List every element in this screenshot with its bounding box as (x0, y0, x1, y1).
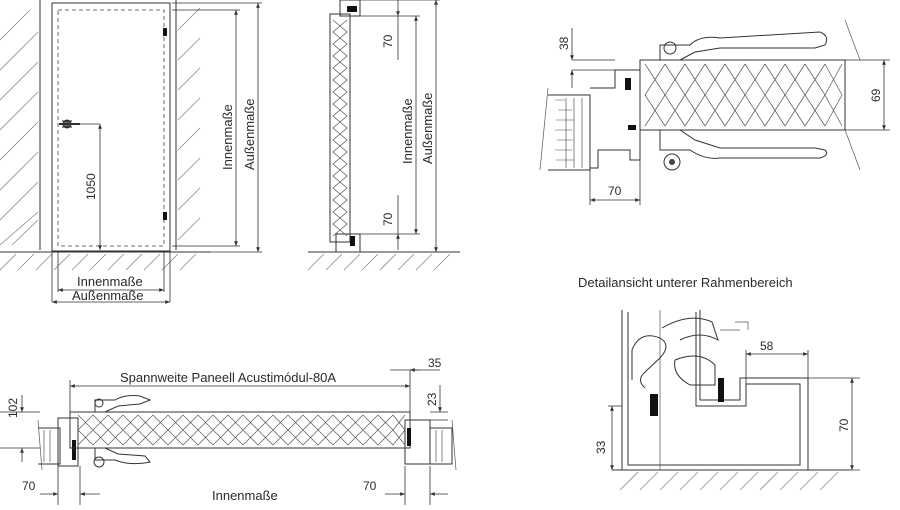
innenmasse-vertical-label: Innenmaße (220, 104, 235, 170)
top-70-label: 70 (381, 34, 395, 48)
right-wall-hatch (175, 0, 201, 250)
dim-33-label: 33 (594, 440, 608, 454)
detail-panel (639, 59, 846, 131)
dim-70-top-right-label: 70 (608, 184, 622, 198)
innenmasse-section-label: Innenmaße (400, 98, 415, 164)
wall-section (555, 98, 583, 168)
handle-height-label: 1050 (84, 173, 98, 200)
innenmasse-bottom-label: Innenmaße (212, 488, 278, 503)
dim-69-label: 69 (869, 88, 883, 102)
dim-70-detail-label: 70 (837, 418, 851, 432)
aussenmasse-horizontal-label: Außenmaße (72, 288, 144, 303)
dim-70-right-label: 70 (363, 479, 377, 493)
panel-section (329, 13, 351, 243)
aussenmasse-section-label: Außenmaße (420, 92, 435, 164)
door-frame-outer (51, 2, 171, 252)
innenmasse-horizontal-label: Innenmaße (77, 274, 143, 289)
lower-frame-detail-view: 58 33 70 (594, 310, 860, 491)
front-elevation-view: 1050 Innenmaße Außenmaße Innenmaße Außen… (0, 0, 262, 304)
dim-23-label: 23 (425, 392, 439, 406)
lever-handle-icon (659, 31, 828, 171)
vertical-section-view: 70 70 Innenmaße Außenmaße (307, 0, 460, 271)
hinge-bottom (163, 212, 167, 220)
bottom-frame-profile (335, 233, 361, 253)
floor-hatch (0, 251, 210, 271)
bottom-70-label: 70 (381, 212, 395, 226)
seal-profile-icon (631, 317, 719, 389)
detail-title: Detailansicht unterer Rahmenbereich (578, 275, 793, 290)
bottom-lever-handle-icon (93, 395, 152, 468)
aussenmasse-vertical-label: Außenmaße (242, 98, 257, 170)
hinge-top (163, 28, 167, 36)
door-handle-icon (59, 119, 80, 129)
dim-58-label: 58 (760, 339, 774, 353)
spannweite-label: Spannweite Paneell Acustimódul-80A (120, 370, 336, 385)
door-leaf-outline (57, 9, 165, 247)
lock-detail-view: 38 69 70 (539, 19, 890, 205)
left-wall-hatch (0, 0, 41, 250)
horizontal-section-view: Spannweite Paneell Acustimódul-80A 35 10… (0, 356, 457, 505)
dim-35-label: 35 (428, 356, 442, 370)
dim-70-left-label: 70 (22, 479, 36, 493)
dim-38-label: 38 (557, 36, 571, 50)
dim-102-label: 102 (6, 398, 20, 418)
